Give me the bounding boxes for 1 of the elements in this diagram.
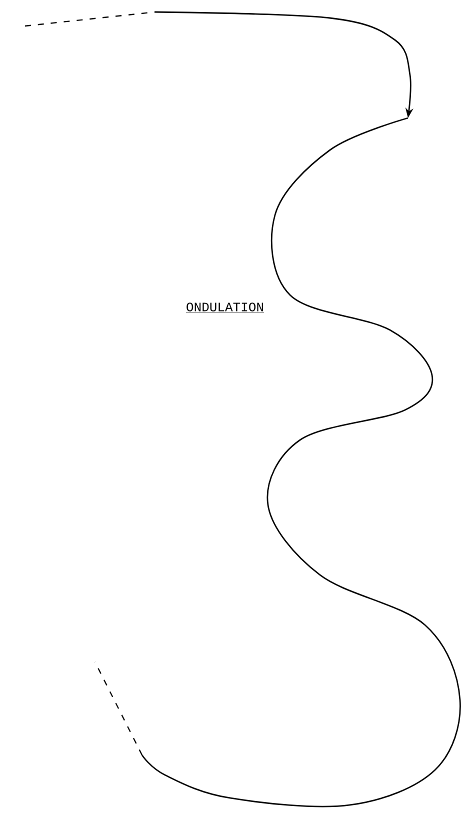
- underlined-label: ONDULATION: [186, 302, 264, 313]
